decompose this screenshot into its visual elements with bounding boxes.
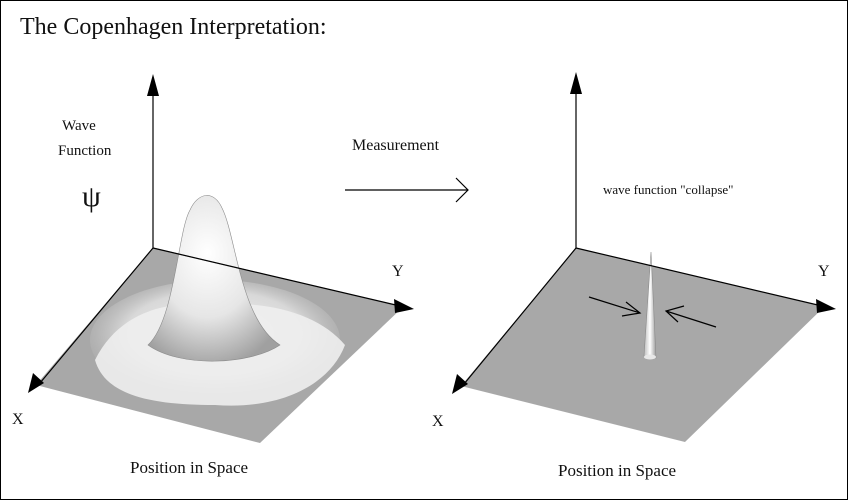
left-y-axis [152, 247, 401, 307]
psi-symbol: ψ [82, 180, 101, 213]
right-panel [452, 72, 836, 442]
left-x-axis-arrow [28, 373, 44, 393]
converging-arrow-left [588, 296, 642, 317]
collapse-annotation: wave function "collapse" [603, 182, 734, 197]
converging-arrow-right [664, 305, 717, 328]
right-x-axis-label: X [432, 413, 444, 430]
left-x-axis [39, 247, 154, 384]
page-title: The Copenhagen Interpretation: [20, 14, 327, 40]
right-y-axis-label: Y [818, 263, 830, 280]
right-x-axis-arrow [452, 374, 468, 394]
left-caption: Position in Space [130, 458, 249, 477]
left-x-axis-label: X [12, 411, 24, 428]
right-psi-axis-arrow [570, 72, 582, 94]
measurement-arrow [345, 177, 469, 203]
left-panel [28, 74, 414, 443]
left-y-axis-arrow [394, 299, 414, 313]
right-y-axis [575, 247, 823, 307]
right-position-plane [461, 248, 824, 442]
right-y-axis-arrow [816, 299, 836, 313]
wave-label-line1: Wave [62, 118, 96, 134]
left-y-axis-label: Y [392, 263, 404, 280]
wave-label-line2: Function [58, 143, 112, 159]
right-caption: Position in Space [558, 461, 677, 480]
measurement-label: Measurement [352, 137, 440, 154]
left-psi-axis-arrow [147, 74, 159, 96]
right-x-axis [463, 247, 577, 385]
